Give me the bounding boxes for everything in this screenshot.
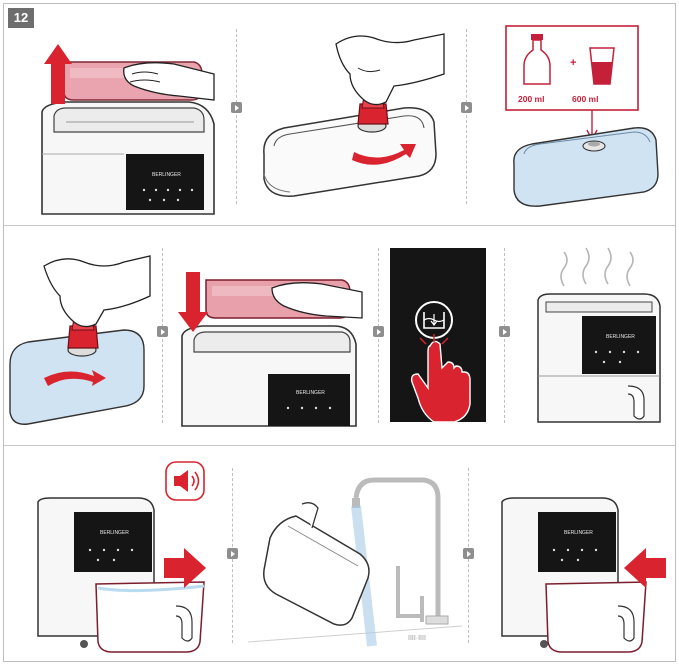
divider (466, 29, 467, 204)
control-panel (538, 512, 616, 572)
arrow-up-icon (44, 44, 72, 104)
instruction-sheet: 12 BERLINGER (3, 3, 676, 662)
panel-cleaning-cycle: BERLINGER (524, 226, 674, 445)
arrow-left-icon (624, 548, 666, 588)
panel-unscrew-cap (254, 4, 454, 224)
basket (95, 581, 205, 653)
panel-screw-cap (4, 226, 154, 445)
row-1: 12 BERLINGER (4, 4, 675, 224)
step-number-badge: 12 (8, 8, 34, 28)
panel-press-clean (390, 248, 486, 422)
next-step-icon (373, 326, 384, 337)
basket (545, 581, 647, 653)
row-3: BERLINGER (4, 445, 675, 662)
glass-icon (589, 47, 615, 85)
panel-remove-lid: BERLINGER (4, 4, 219, 224)
clean-icon (423, 312, 445, 329)
water-tank (513, 127, 659, 207)
row-2: BERLINGER (4, 225, 675, 445)
brand-text: BERLINGER (564, 530, 593, 536)
steam-icon (560, 247, 634, 287)
speaker-icon (174, 470, 200, 492)
water-amount: 200 ml (518, 94, 544, 104)
next-step-icon (499, 326, 510, 337)
control-panel (268, 374, 350, 426)
next-step-icon (461, 102, 472, 113)
panel-replace-lid: BERLINGER (176, 226, 366, 445)
panel-fill-mixture: + 200 ml 600 ml (484, 4, 674, 224)
panel-insert-basket: BERLINGER (482, 446, 672, 662)
panel-rinse-basket: IIII·IIII (248, 446, 462, 662)
rotate-arrow-icon (352, 144, 416, 165)
brand-text: BERLINGER (296, 390, 325, 396)
panel-remove-basket: BERLINGER (4, 446, 219, 662)
plus-sign: + (570, 57, 576, 69)
control-panel (74, 512, 152, 572)
control-panel (582, 316, 656, 374)
sink-mark: IIII·IIII (408, 635, 426, 642)
next-step-icon (157, 326, 168, 337)
faucet-icon (352, 477, 449, 625)
vinegar-amount: 600 ml (572, 94, 598, 104)
next-step-icon (227, 548, 238, 559)
brand-text: BERLINGER (606, 334, 635, 340)
brand-text: BERLINGER (152, 172, 181, 178)
rotate-arrow-icon (44, 370, 106, 386)
brand-text: BERLINGER (100, 530, 129, 536)
basket (263, 515, 370, 626)
divider (236, 29, 237, 204)
mixture-callout (505, 25, 639, 111)
arrow-down-icon (178, 272, 208, 332)
bottle-icon (523, 34, 551, 85)
next-step-icon (463, 548, 474, 559)
control-panel (126, 154, 204, 210)
arrow-right-icon (164, 548, 206, 588)
next-step-icon (231, 102, 242, 113)
touch-hand-icon (410, 334, 471, 422)
